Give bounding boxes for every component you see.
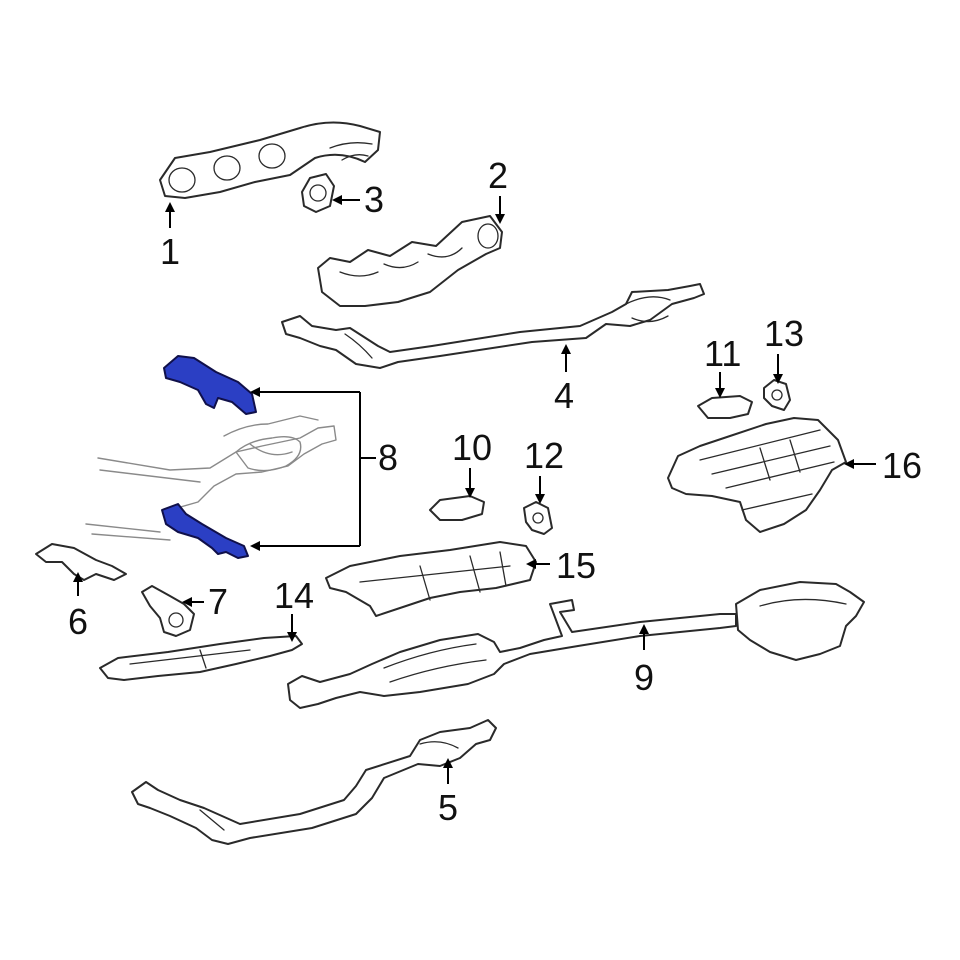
callout-2: 2: [488, 155, 508, 196]
callout-7: 7: [208, 581, 228, 622]
part-5-front-pipe-catalytic[interactable]: [131, 719, 497, 845]
callout-13: 13: [764, 313, 804, 354]
callout-4: 4: [554, 375, 574, 416]
part-4-front-pipe-catalytic[interactable]: [281, 283, 705, 369]
callout-9: 9: [634, 657, 654, 698]
heat-shield-upper: [163, 355, 257, 415]
heat-shield-lower: [161, 503, 249, 559]
part-9-intermediate-pipe-muffler[interactable]: [287, 581, 865, 709]
callout-8: 8: [378, 437, 398, 478]
part-8-pipe-outline: [85, 415, 337, 541]
part-16-rear-heat-shield[interactable]: [667, 417, 847, 533]
part-2-exhaust-manifold-right[interactable]: [317, 215, 503, 307]
part-6-bracket[interactable]: [35, 543, 127, 581]
callout-15: 15: [556, 545, 596, 586]
part-1-exhaust-manifold-left[interactable]: [159, 121, 381, 199]
part-11-hanger[interactable]: [697, 395, 753, 419]
callout-6: 6: [68, 601, 88, 642]
callout-10: 10: [452, 427, 492, 468]
callout-numbers: 1 2 3 4 5 6 7 8 9 10 11 12 13 14 15 16: [68, 155, 922, 828]
part-8-heat-shield-lower[interactable]: [161, 503, 249, 559]
callout-1: 1: [160, 231, 180, 272]
callout-12: 12: [524, 435, 564, 476]
part-10-hanger[interactable]: [429, 495, 485, 521]
callout-16: 16: [882, 445, 922, 486]
leader-lines: [73, 195, 876, 784]
callout-3: 3: [364, 179, 384, 220]
callout-14: 14: [274, 575, 314, 616]
part-12-mount[interactable]: [523, 501, 553, 535]
callout-5: 5: [438, 787, 458, 828]
callout-11: 11: [704, 333, 741, 374]
part-13-mount[interactable]: [763, 379, 791, 411]
part-3-gasket[interactable]: [301, 173, 335, 213]
part-14-heat-shield[interactable]: [99, 635, 303, 681]
part-15-center-heat-shield[interactable]: [325, 541, 537, 617]
part-8-heat-shield-upper[interactable]: [163, 355, 257, 415]
part-7-clamp[interactable]: [141, 585, 195, 637]
